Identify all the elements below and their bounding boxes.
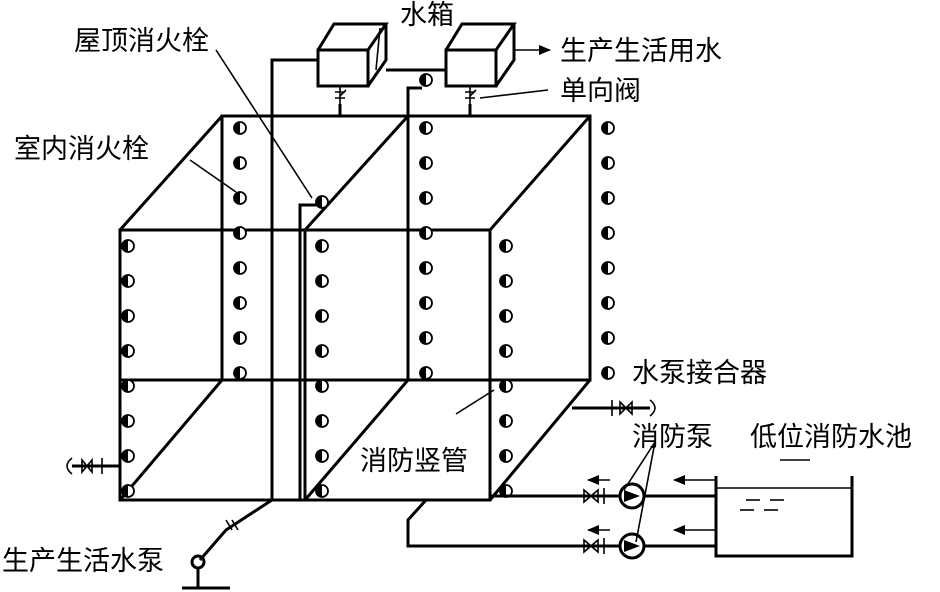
building-pipe-frame bbox=[118, 114, 592, 502]
hydrant-symbol-fill bbox=[500, 485, 506, 497]
indoor-hydrant-symbols bbox=[121, 73, 615, 498]
hydrant-symbol-fill bbox=[420, 122, 426, 134]
hydrant-symbol-fill bbox=[500, 275, 506, 287]
hydrant-symbol-fill bbox=[122, 450, 128, 462]
hydrant-symbol-fill bbox=[122, 380, 128, 392]
label-pump-adapter: 水泵接合器 bbox=[632, 358, 767, 389]
hydrant-symbol-fill bbox=[122, 415, 128, 427]
hydrant-symbol-fill bbox=[234, 227, 240, 239]
hydrant-symbol-fill bbox=[602, 262, 608, 274]
hydrant-symbol-fill bbox=[234, 332, 240, 344]
hydrant-symbol-fill bbox=[122, 275, 128, 287]
labels: 水箱 屋顶消火栓 生产生活用水 单向阀 室内消火栓 水泵接合器 消防泵 低位消防… bbox=[2, 0, 912, 577]
hydrant-symbol-fill bbox=[420, 332, 426, 344]
roof-hydrant-riser bbox=[298, 203, 318, 500]
hydrant-symbol-fill bbox=[420, 227, 426, 239]
hydrant-symbol-fill bbox=[602, 297, 608, 309]
hydrant-symbol-fill bbox=[602, 157, 608, 169]
hydrant-symbol-fill bbox=[316, 415, 322, 427]
hydrant-symbol-fill bbox=[500, 240, 506, 252]
label-fire-pump: 消防泵 bbox=[632, 422, 713, 453]
hydrant-symbol-fill bbox=[122, 485, 128, 497]
check-valve-symbols bbox=[335, 86, 477, 116]
hydrant-symbol-fill bbox=[420, 262, 426, 274]
label-check-valve: 单向阀 bbox=[560, 76, 641, 107]
hydrant-symbol-fill bbox=[602, 227, 608, 239]
fire-pump-lines bbox=[406, 475, 620, 554]
label-indoor-hydrant: 室内消火栓 bbox=[14, 134, 149, 165]
hydrant-symbol-fill bbox=[316, 310, 322, 322]
hydrant-symbol-fill bbox=[316, 380, 322, 392]
hydrant-symbol-fill bbox=[234, 297, 240, 309]
label-low-fire-pool: 低位消防水池 bbox=[750, 422, 912, 453]
pump-adapter-left bbox=[66, 457, 120, 475]
roof-supply-pipe bbox=[270, 58, 318, 500]
hydrant-symbol-fill bbox=[234, 262, 240, 274]
pump-adapter-right bbox=[572, 399, 656, 417]
label-production-domestic-water: 生产生活用水 bbox=[560, 36, 722, 67]
hydrant-symbol-fill bbox=[316, 240, 322, 252]
production-domestic-pump bbox=[182, 498, 273, 590]
water-tank-left bbox=[316, 22, 389, 88]
label-water-tank: 水箱 bbox=[400, 0, 454, 31]
hydrant-symbol-fill bbox=[500, 310, 506, 322]
label-fire-riser: 消防竖管 bbox=[360, 446, 468, 477]
hydrant-symbol-fill bbox=[420, 367, 426, 379]
hydrant-symbol-fill bbox=[420, 192, 426, 204]
hydrant-symbol-fill bbox=[602, 122, 608, 134]
hydrant-symbol-fill bbox=[420, 74, 426, 86]
hydrant-symbol-fill bbox=[420, 157, 426, 169]
hydrant-symbol-fill bbox=[420, 297, 426, 309]
hydrant-symbol-fill bbox=[500, 450, 506, 462]
hydrant-symbol-fill bbox=[500, 415, 506, 427]
hydrant-symbol-fill bbox=[234, 367, 240, 379]
hydrant-symbol-fill bbox=[316, 485, 322, 497]
hydrant-symbol-fill bbox=[122, 310, 128, 322]
hydrant-symbol-fill bbox=[122, 345, 128, 357]
hydrant-symbol-fill bbox=[500, 380, 506, 392]
hydrant-symbol-fill bbox=[316, 450, 322, 462]
hydrant-symbol-fill bbox=[316, 345, 322, 357]
low-fire-pool-symbol bbox=[714, 476, 854, 558]
hydrant-symbol-fill bbox=[234, 122, 240, 134]
label-roof-hydrant: 屋顶消火栓 bbox=[74, 26, 209, 57]
hydrant-symbol-fill bbox=[122, 240, 128, 252]
fire-pump-symbols bbox=[618, 475, 716, 560]
leader-lines bbox=[189, 27, 810, 543]
hydrant-symbol-fill bbox=[316, 275, 322, 287]
label-production-domestic-pump: 生产生活水泵 bbox=[2, 546, 164, 577]
water-tank-right bbox=[444, 22, 517, 88]
hydrant-symbol-fill bbox=[602, 332, 608, 344]
back-frame bbox=[220, 114, 592, 382]
hydrant-symbol-fill bbox=[602, 367, 608, 379]
hydrant-symbol-fill bbox=[234, 157, 240, 169]
hydrant-symbol-fill bbox=[234, 192, 240, 204]
hydrant-symbol-fill bbox=[500, 345, 506, 357]
hydrant-symbol-fill bbox=[602, 192, 608, 204]
